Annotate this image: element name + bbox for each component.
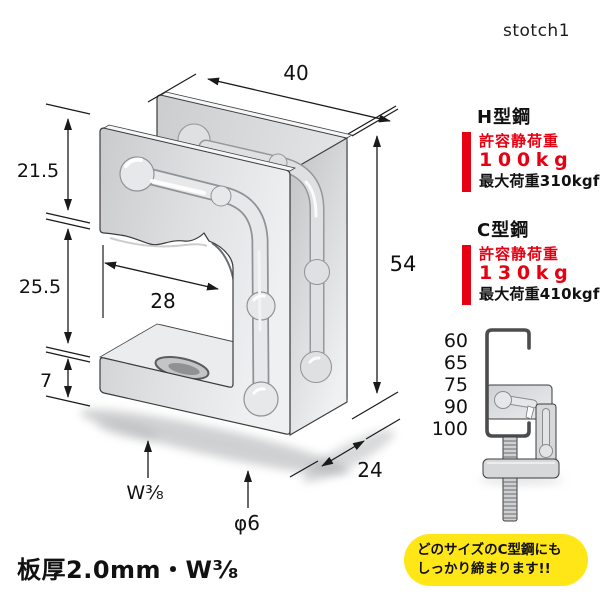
mini-clamp-body xyxy=(479,403,563,522)
size-option: 100 xyxy=(432,418,468,440)
front-plate-top-edge xyxy=(102,124,297,172)
jaw-shading xyxy=(109,237,208,248)
allowed-static-load-value: 130kg xyxy=(479,262,574,285)
dim-opening-height: 25.5 xyxy=(19,276,61,298)
mini-screw-upper xyxy=(502,436,518,460)
dim-depth-bottom: 24 xyxy=(357,458,382,482)
size-option: 90 xyxy=(444,396,468,418)
max-load-value: 最大荷重310kgf xyxy=(479,172,600,191)
allowed-static-load-value: 100kg xyxy=(479,149,574,172)
front-rib-boss-bottom xyxy=(243,381,279,417)
h-steel-title: H型鋼 xyxy=(477,107,532,128)
size-option: 65 xyxy=(444,352,468,374)
spec-text: 板厚2.0mm・W³⁄₈ xyxy=(17,556,240,584)
mini-clamp-foot xyxy=(482,458,560,479)
size-option: 75 xyxy=(444,374,468,396)
size-compatibility-diagram: 60 65 75 90 100 xyxy=(432,328,563,522)
c-channel-profile xyxy=(485,328,531,438)
note-line-2: しっかり締まります!! xyxy=(417,561,551,577)
c-steel-rating-body: 許容静荷重 130kg 最大荷重410kgf xyxy=(462,245,600,306)
front-rib-boss-top xyxy=(119,156,155,192)
size-option: 60 xyxy=(444,330,468,352)
c-steel-rating-block: C型鋼 許容静荷重 130kg 最大荷重410kgf xyxy=(462,216,600,306)
dim-lower-lip: 7 xyxy=(40,370,52,392)
watermark-label: stotch1 xyxy=(503,21,571,41)
allowed-static-load-label: 許容静荷重 xyxy=(479,245,560,263)
max-load-value: 最大荷重410kgf xyxy=(479,285,600,304)
dim-upper-jaw: 21.5 xyxy=(17,160,59,182)
label-hole-diameter: φ6 xyxy=(234,511,260,535)
dimension-annotations: 40 54 21.5 25.5 7 xyxy=(17,61,417,535)
main-clamp-illustration: 40 54 21.5 25.5 7 xyxy=(17,61,417,535)
dim-opening-depth: 28 xyxy=(150,289,175,313)
front-rib xyxy=(119,156,279,417)
allowed-static-load-label: 許容静荷重 xyxy=(479,132,560,150)
dim-width-top: 40 xyxy=(283,61,308,85)
note-bubble: どのサイズのC型鋼にも しっかり締まります!! xyxy=(404,534,588,586)
c-steel-title: C型鋼 xyxy=(477,220,530,241)
label-screw-size: W³⁄₈ xyxy=(126,482,163,504)
dim-height-right: 54 xyxy=(390,252,417,276)
h-steel-rating-body: 許容静荷重 100kg 最大荷重310kgf xyxy=(462,132,600,193)
screw-threads xyxy=(503,440,517,519)
h-steel-rating-block: H型鋼 許容静荷重 100kg 最大荷重310kgf xyxy=(462,103,600,193)
note-line-1: どのサイズのC型鋼にも xyxy=(417,542,562,559)
